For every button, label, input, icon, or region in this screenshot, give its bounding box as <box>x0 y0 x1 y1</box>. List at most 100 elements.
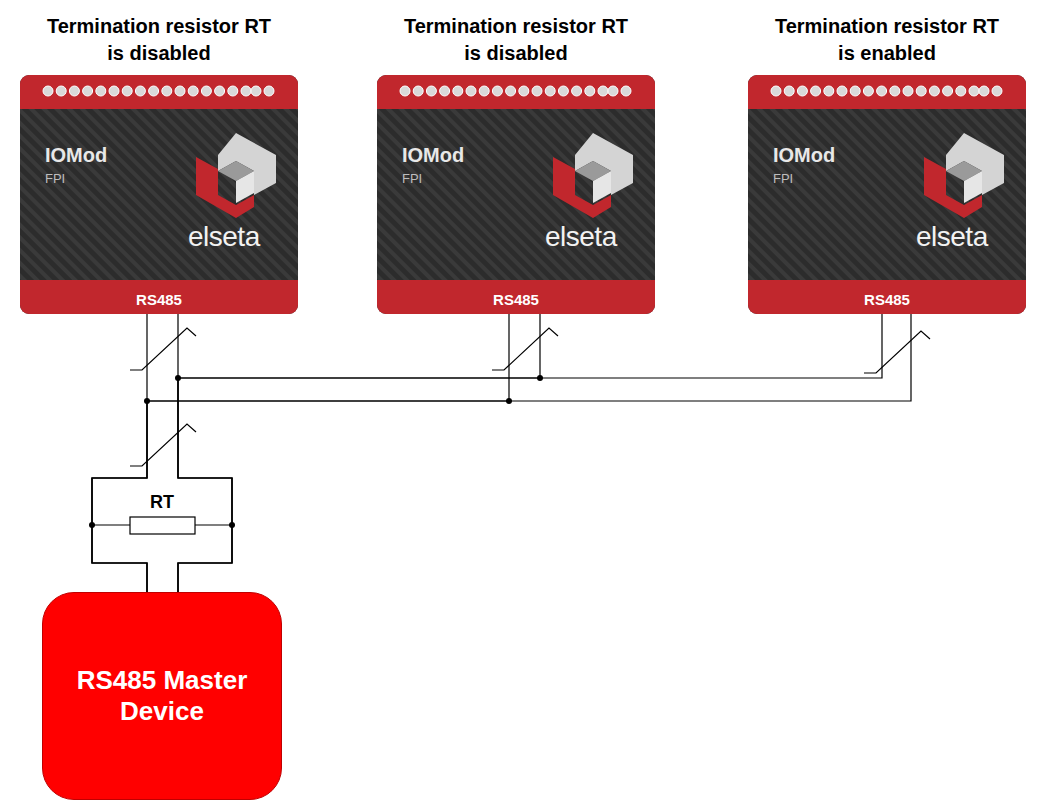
striped-face <box>20 75 298 314</box>
bus-connector <box>92 314 540 592</box>
twist-mark <box>492 328 558 370</box>
port-label: RS485 <box>377 291 655 308</box>
port-label: RS485 <box>748 291 1026 308</box>
terminal-pin <box>479 86 489 96</box>
terminal-pin <box>201 86 211 96</box>
twist-mark <box>130 424 196 466</box>
product-variant: FPI <box>402 171 422 186</box>
module-heading: Termination resistor RT is enabled <box>769 13 1005 67</box>
product-variant: FPI <box>45 171 65 186</box>
terminal-pin <box>837 86 847 96</box>
master-device-box: RS485 Master Device <box>42 592 282 800</box>
terminal-pin <box>69 86 79 96</box>
io-module: Termination resistor RT is disabledIOMod… <box>20 75 298 314</box>
port-band <box>20 280 298 314</box>
terminal-pin <box>784 86 794 96</box>
terminal-pin <box>811 86 821 96</box>
terminal-pin <box>532 86 542 96</box>
module-heading: Termination resistor RT is disabled <box>41 13 277 67</box>
brand-logo-text: elseta <box>188 221 260 253</box>
terminal-pin <box>215 86 225 96</box>
product-variant: FPI <box>773 171 793 186</box>
terminal-pin <box>558 86 568 96</box>
terminal-pin <box>608 86 618 96</box>
logo-face <box>964 171 982 203</box>
module-shell <box>20 75 298 314</box>
terminal-pin <box>519 86 529 96</box>
junction-dot <box>537 375 543 381</box>
terminal-pin <box>877 86 887 96</box>
device-label: RS485 Master Device <box>43 665 281 727</box>
terminal-pin <box>453 86 463 96</box>
terminal-pin <box>162 86 172 96</box>
terminal-pin <box>585 86 595 96</box>
terminal-pin <box>506 86 516 96</box>
terminal-pin <box>850 86 860 96</box>
terminal-pin <box>956 86 966 96</box>
junction-dot <box>175 375 181 381</box>
terminal-pin <box>426 86 436 96</box>
brand-logo-text: elseta <box>916 221 988 253</box>
junction-dot <box>144 398 150 404</box>
resistor-label: RT <box>150 492 174 513</box>
terminal-pin <box>175 86 185 96</box>
terminal-pin <box>969 86 979 96</box>
terminal-pin <box>824 86 834 96</box>
striped-face <box>748 75 1026 314</box>
terminal-pin <box>992 86 1002 96</box>
terminal-pin <box>492 86 502 96</box>
terminal-pin <box>916 86 926 96</box>
terminal-band <box>20 75 298 109</box>
product-name: IOMod <box>773 144 835 167</box>
terminal-pin <box>83 86 93 96</box>
logo-face <box>593 171 611 203</box>
terminal-pin <box>149 86 159 96</box>
terminal-pin <box>771 86 781 96</box>
terminal-pin <box>56 86 66 96</box>
connector-group <box>92 314 911 592</box>
terminal-band <box>748 75 1026 109</box>
terminal-pin <box>96 86 106 96</box>
terminal-pin <box>440 86 450 96</box>
terminal-pin <box>572 86 582 96</box>
terminal-pin <box>929 86 939 96</box>
terminal-pin <box>903 86 913 96</box>
terminal-pin <box>863 86 873 96</box>
resistor-body <box>130 517 195 534</box>
terminal-pin <box>264 86 274 96</box>
terminal-pin <box>979 86 989 96</box>
brand-logo <box>553 133 633 218</box>
product-name: IOMod <box>402 144 464 167</box>
bus-connector <box>92 314 232 592</box>
terminal-band <box>377 75 655 109</box>
terminal-pin <box>598 86 608 96</box>
resistor-lead <box>195 524 232 525</box>
junction-dots <box>89 375 543 528</box>
terminal-pin <box>413 86 423 96</box>
logo-face <box>553 157 611 218</box>
terminal-pin <box>135 86 145 96</box>
twist-mark <box>130 328 196 370</box>
io-module: Termination resistor RT is enabledIOModF… <box>748 75 1026 314</box>
module-body <box>20 75 298 314</box>
terminal-pin <box>621 86 631 96</box>
brand-logo-text: elseta <box>545 221 617 253</box>
terminal-pin <box>943 86 953 96</box>
junction-dot <box>89 522 95 528</box>
terminal-pin <box>797 86 807 96</box>
module-body <box>748 75 1026 314</box>
brand-logo <box>196 133 276 218</box>
port-band <box>748 280 1026 314</box>
terminal-pin <box>122 86 132 96</box>
terminal-pin <box>241 86 251 96</box>
terminal-pin <box>228 86 238 96</box>
module-shell <box>748 75 1026 314</box>
port-band <box>377 280 655 314</box>
brand-logo <box>924 133 1004 218</box>
terminal-pin <box>466 86 476 96</box>
terminal-pin <box>188 86 198 96</box>
junction-dot <box>229 522 235 528</box>
module-heading: Termination resistor RT is disabled <box>398 13 634 67</box>
twist-marks <box>130 328 930 466</box>
